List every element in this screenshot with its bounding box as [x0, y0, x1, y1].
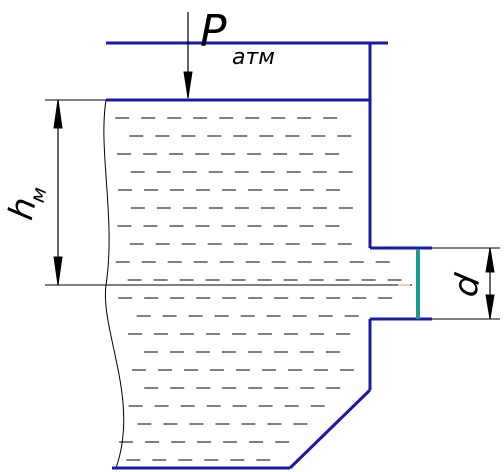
height-subscript: м	[25, 185, 52, 205]
left-liquid-boundary	[103, 99, 125, 469]
liquid-hatching	[115, 117, 402, 461]
sloped-bottom	[288, 388, 372, 470]
diameter-label: d	[445, 270, 489, 300]
pressure-subscript: атм	[232, 45, 275, 70]
height-dimension	[45, 99, 106, 286]
height-arrow-bottom	[53, 256, 63, 286]
diameter-arrow-top	[485, 247, 495, 273]
pressure-arrow	[183, 12, 193, 99]
diameter-dimension	[432, 247, 500, 320]
pressure-label: P	[200, 6, 227, 57]
diameter-arrow-bottom	[485, 294, 495, 320]
tank-outline	[106, 41, 432, 470]
height-arrow-top	[53, 99, 63, 129]
